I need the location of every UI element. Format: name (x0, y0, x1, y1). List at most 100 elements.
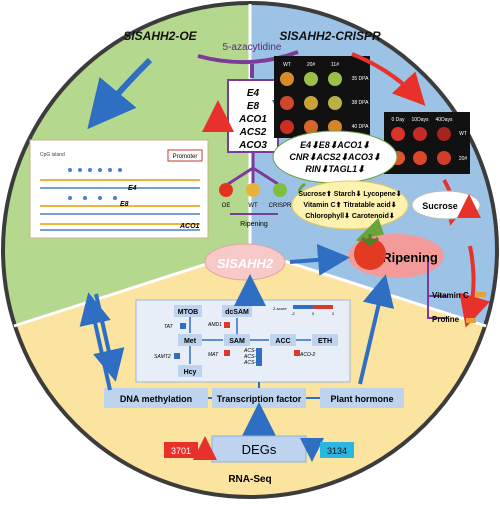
storage-photo: 0 Day 10Days 40Days WT 20# (384, 112, 470, 174)
ripening-small-label: Ripening (240, 221, 268, 228)
oe-gene-panel: CpG island Promoter E4 E8 ACO1 (29, 139, 209, 239)
heatmap-tick-mid: 0 (312, 311, 315, 316)
enzyme-acs3: ACS-3 (243, 354, 259, 360)
node-sam-label: SAM (229, 338, 245, 345)
fruit-wt (246, 183, 260, 197)
crispr-fruit-grid: WT 20# 11# 35 DPA 38 DPA 40 DPA (274, 56, 370, 138)
gene-acs2: ACS2 (239, 127, 267, 138)
site (108, 168, 112, 172)
vitamin-c-bar (476, 292, 486, 297)
pathway-panel: MTOB dcSAM Met SAM ACC ETH Hcy TAT AMD1 … (135, 299, 351, 383)
node-dcsam-label: dcSAM (225, 309, 249, 316)
dna-methylation-label: DNA methylation (120, 394, 192, 404)
quality-line-3: Chlorophyll⬇ Carotenoid⬇ (305, 212, 395, 220)
site (68, 196, 72, 200)
center-to-ripening-arrow (289, 243, 350, 276)
fruit-label-crispr: CRISPR (269, 203, 292, 209)
gene-e8: E8 (247, 101, 260, 112)
promoter-box (167, 149, 203, 162)
fruit-photo (391, 127, 405, 141)
fruit-photo (413, 151, 427, 165)
fruit-oe (219, 183, 233, 197)
dna-methylation-box (104, 388, 208, 408)
node-acc (270, 334, 296, 346)
quality-line-2: Vitamin C⬆ Titratable acid⬇ (303, 201, 396, 209)
gene-aco1: ACO1 (238, 114, 267, 125)
fruit-photo (280, 96, 294, 110)
vitamin-c-label: Vitamin C (432, 291, 469, 300)
site (68, 168, 72, 172)
site (113, 196, 117, 200)
heat-cell (224, 322, 230, 328)
heatmap-legend-label: Z-score (273, 306, 287, 311)
fruit-photo (328, 96, 342, 110)
node-eth (312, 334, 338, 346)
heat-cell (224, 350, 230, 356)
oe-title: SlSAHH2-OE (123, 29, 197, 43)
gene-change-line-2: CNR⬇ACS2⬇ACO3⬇ (289, 152, 381, 162)
degs-box (211, 435, 307, 463)
up-count-label: 3701 (171, 446, 191, 456)
grid-col-11: 11# (331, 62, 339, 68)
fruit-crispr (273, 183, 287, 197)
gene-box (227, 79, 279, 153)
grid-row-40: 40 DPA (352, 124, 370, 130)
fruit-photo (280, 120, 294, 134)
gene-aco3: ACO3 (238, 140, 267, 151)
heatmap-tick-high: 2 (332, 311, 335, 316)
site (118, 168, 122, 172)
tomato-leaf-icon (361, 234, 379, 246)
enzyme-aco2: ACO-2 (299, 352, 316, 358)
crispr-title: SlSAHH2-CRISPR (279, 29, 381, 43)
storage-col-10: 10Days (412, 117, 429, 123)
enzyme-amd1: AMD1 (207, 322, 222, 328)
fruit-photo (304, 96, 318, 110)
center-label: SlSAHH2 (217, 256, 274, 271)
fruit-photo (437, 151, 451, 165)
enzyme-tat: TAT (164, 324, 174, 330)
oe-flow-arrow (87, 57, 153, 130)
site (88, 168, 92, 172)
plant-hormone-label: Plant hormone (330, 394, 393, 404)
heat-cell (174, 353, 180, 359)
oe-gene-e4: E4 (128, 185, 137, 192)
fork-right (252, 166, 279, 186)
fruit-photo (304, 72, 318, 86)
enzyme-acs2: ACS-2 (243, 348, 259, 354)
oe-gene-aco1: ACO1 (179, 223, 200, 230)
heat-cell (294, 350, 300, 356)
node-hcy-label: Hcy (184, 369, 197, 376)
enzyme-acs4: ACS-4 (243, 360, 259, 366)
grid-col-wt: WT (283, 62, 291, 68)
proline-bracket (427, 296, 448, 319)
azacytidine-bar (197, 50, 299, 65)
grid-row-38: 38 DPA (352, 100, 370, 106)
heatmap-scale-low (293, 305, 313, 309)
oe-to-dna-arrow (93, 293, 125, 382)
red-arrow-top (351, 52, 426, 106)
proline-label: Proline (432, 315, 460, 324)
storage-col-40: 40Days (436, 117, 453, 123)
up-count-box (164, 442, 198, 458)
node-eth-label: ETH (318, 338, 332, 345)
proline-bar (466, 318, 476, 323)
fruit-photo (280, 72, 294, 86)
gene-change-line-1: E4⬇E8⬇ACO1⬇ (300, 140, 370, 150)
node-hcy (178, 365, 202, 377)
down-count-box (320, 442, 354, 458)
heat-cell (256, 348, 262, 354)
cpg-label: CpG island (40, 152, 65, 158)
fruit-photo (437, 127, 451, 141)
heatmap-tick-low: -2 (291, 311, 295, 316)
node-met-label: Met (184, 338, 197, 345)
node-met (178, 334, 202, 346)
gene-change-line-3: RIN⬇TAGL1⬇ (305, 164, 365, 174)
transcription-factor-label: Transcription factor (217, 394, 302, 404)
fruit-photo (328, 72, 342, 86)
storage-col-0: 0 Day (391, 117, 405, 123)
red-arrow-low (459, 245, 491, 328)
node-sam (224, 334, 250, 346)
quality-oval (291, 180, 409, 230)
